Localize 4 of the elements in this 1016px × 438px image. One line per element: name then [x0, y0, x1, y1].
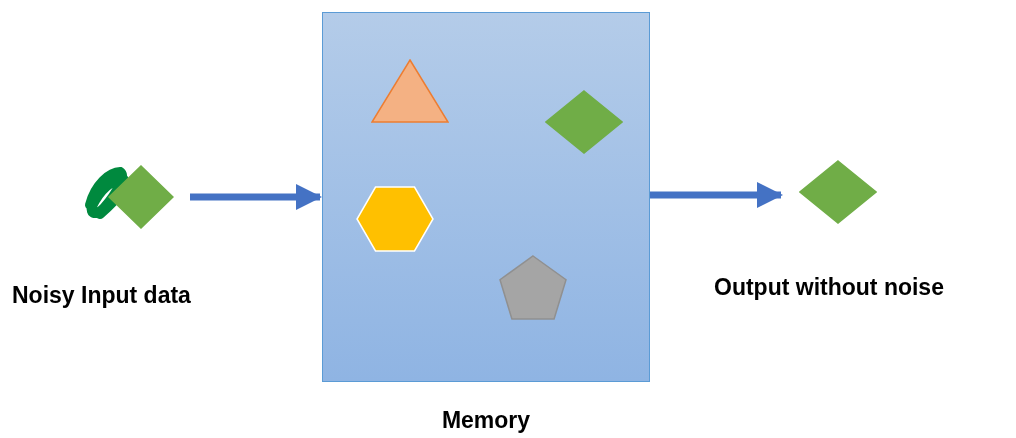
caption-text: Noisy Input data: [12, 281, 191, 310]
arrow: [650, 182, 783, 208]
caption-text: Output without noise: [714, 273, 944, 302]
box-label: Memory: [441, 406, 531, 435]
